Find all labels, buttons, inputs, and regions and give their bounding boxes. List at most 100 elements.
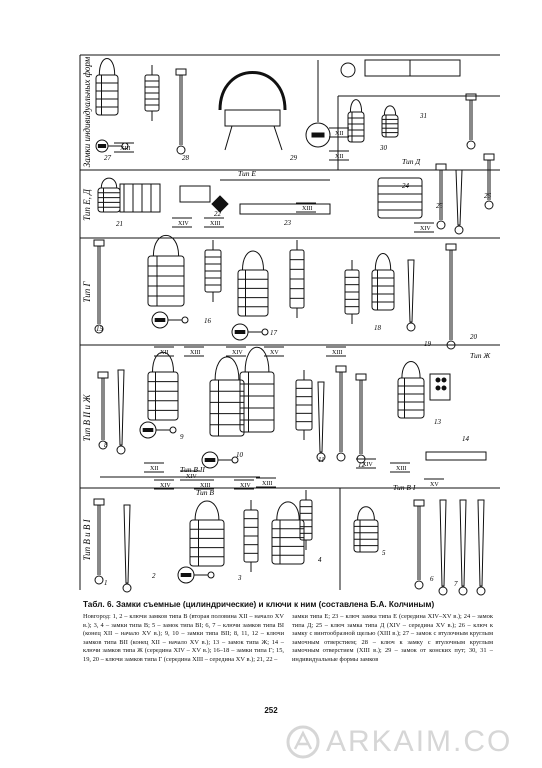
- lock-face-drawing: [231, 323, 269, 341]
- century-mark: XIV: [414, 222, 434, 233]
- century-text: XIII: [332, 350, 342, 356]
- lock-body: [371, 269, 395, 311]
- type-label: Тип В: [196, 488, 214, 497]
- century-mark: XIII: [256, 477, 276, 488]
- century-mark: XII: [329, 127, 349, 138]
- cylinder-lock-drawing: [147, 235, 185, 307]
- lock-face-drawing: [139, 421, 177, 439]
- watermark-text: ARKAIM.CO: [326, 725, 513, 758]
- lock-shackle: [100, 177, 118, 189]
- face-slot: [97, 144, 107, 148]
- lock-shackle: [242, 250, 264, 271]
- figure-number: 30: [379, 144, 388, 152]
- key-blade: [123, 504, 131, 584]
- type-label: Тип В I: [393, 483, 416, 492]
- type-label: Тип Е: [238, 169, 256, 178]
- century-text: XIV: [232, 350, 243, 356]
- cylinder-lock-drawing: [397, 361, 425, 419]
- key-bit: [97, 371, 109, 379]
- type-zh-key: [425, 451, 487, 461]
- table-caption: Табл. 6. Замки съемные (цилиндрические) …: [83, 600, 493, 665]
- caption-title: Табл. 6. Замки съемные (цилиндрические) …: [83, 600, 435, 609]
- cylinder-lock-drawing: [347, 99, 365, 143]
- century-mark: XIV: [172, 217, 192, 228]
- type-e-small: [179, 185, 211, 203]
- lock-body: [147, 255, 185, 307]
- figure-number: 13: [434, 418, 442, 426]
- key-drawing: [465, 93, 477, 150]
- big-lock-body: [224, 109, 281, 127]
- barrel-drawing: [204, 240, 222, 302]
- key-ring: [94, 324, 104, 334]
- face-slot: [234, 330, 246, 334]
- lock-shackle: [152, 235, 180, 257]
- century-text: XIII: [210, 221, 220, 227]
- key-blade: [477, 499, 485, 587]
- key-drawing: [355, 373, 367, 464]
- century-text: XIII: [200, 483, 210, 489]
- cylinder-lock-drawing: [239, 346, 275, 433]
- type-e-key: [239, 203, 331, 215]
- barrel-drawing: [243, 500, 259, 572]
- key-bit: [355, 373, 367, 381]
- lock-shackle: [374, 253, 392, 271]
- figure-number: 4: [318, 556, 322, 564]
- key-ring: [436, 220, 446, 230]
- key-bit: [413, 499, 425, 507]
- face-slot: [154, 318, 166, 322]
- century-text: XIV: [160, 483, 171, 489]
- key-ring: [122, 583, 132, 593]
- flat-key-drawing: [116, 369, 126, 455]
- key-drawing: [413, 499, 425, 590]
- century-mark: XIII: [184, 346, 204, 357]
- century-mark: XII: [154, 346, 174, 357]
- flat-key-drawing: [316, 381, 326, 462]
- key-blade: [439, 499, 447, 587]
- flat-key-drawing: [122, 504, 132, 593]
- watermark-circle-icon: [286, 725, 320, 759]
- key-ring: [446, 340, 456, 350]
- type-zh-plate: [429, 373, 451, 401]
- cylinder-lock-drawing: [97, 177, 121, 213]
- lock-shackle: [98, 58, 116, 76]
- lock-body: [147, 371, 179, 421]
- type-e-lock: [119, 183, 161, 213]
- lock-body: [397, 377, 425, 419]
- caption-columns: Новгород: 1, 2 – ключи замков типа В (вт…: [83, 613, 493, 665]
- type-zh-hole: [441, 377, 447, 383]
- century-text: XII: [150, 466, 158, 472]
- lock-body: [209, 379, 245, 437]
- lock-shackle: [401, 361, 421, 379]
- key-ring: [454, 225, 464, 235]
- figure-number: 10: [236, 451, 244, 459]
- key-drawing: [93, 498, 105, 585]
- face-slot: [204, 458, 216, 462]
- figure-number: 29: [290, 154, 298, 162]
- key-ring: [438, 586, 448, 596]
- face-slot: [142, 428, 154, 432]
- cylinder-lock-drawing: [353, 506, 379, 553]
- flat-key-drawing: [458, 499, 468, 596]
- lock-body: [237, 269, 269, 317]
- century-mark: XIII: [390, 462, 410, 473]
- key-drawing: [445, 243, 457, 350]
- flat-key-drawing: [454, 169, 464, 235]
- key-ring: [98, 440, 108, 450]
- cylinder-lock-drawing: [209, 356, 245, 437]
- barrel-drawing: [299, 490, 313, 550]
- diamond-mark: [211, 195, 229, 213]
- figure-number: 17: [270, 329, 278, 337]
- century-mark: XIII: [204, 217, 224, 228]
- key-drawing: [335, 365, 347, 462]
- century-text: XV: [270, 350, 279, 356]
- face-ring: [207, 571, 215, 579]
- lock-body: [95, 74, 119, 116]
- key-bit: [445, 243, 457, 251]
- cylinder-lock-drawing: [381, 105, 399, 138]
- lock-body: [347, 111, 365, 143]
- type-label: Тип В II: [180, 465, 205, 474]
- type-label: Тип Д: [402, 157, 421, 166]
- figure-number: 15: [96, 325, 104, 333]
- key-bit: [93, 239, 105, 247]
